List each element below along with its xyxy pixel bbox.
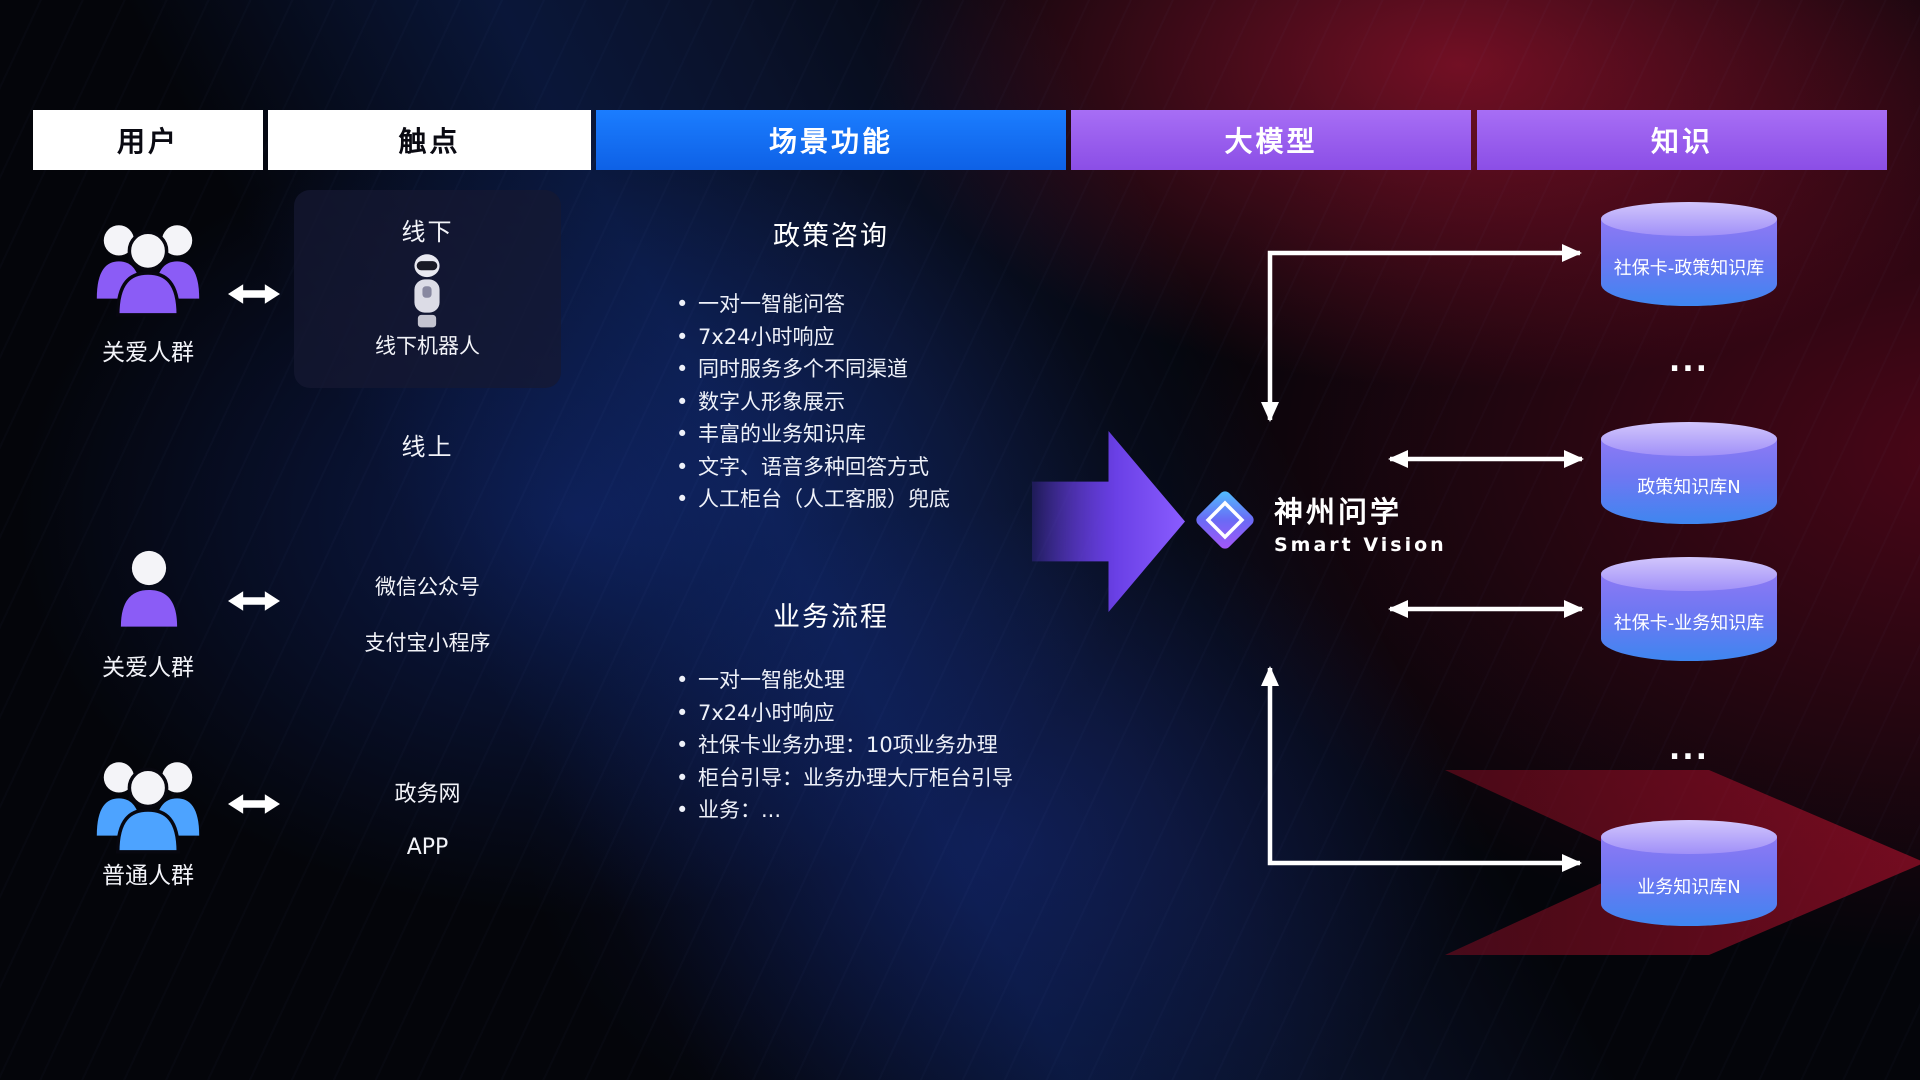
database-icon (1601, 422, 1777, 456)
offline-title: 线下 (401, 218, 454, 246)
diamond-logo-icon (1190, 485, 1260, 559)
flow-arrow-icon (1032, 431, 1185, 612)
kb-ellipsis: ... (1668, 344, 1710, 379)
brand-name: 神州问学 (1274, 494, 1403, 529)
feature-item: 柜台引导：业务办理大厅柜台引导 (672, 762, 1013, 795)
header-users: 用户 (33, 110, 263, 170)
kb-label: 政策知识库N (1637, 476, 1741, 498)
connector-business-kb-n (1261, 666, 1582, 872)
header-model: 大模型 (1071, 110, 1471, 170)
user-label-care-2: 关爱人群 (102, 655, 194, 681)
database-icon (1601, 557, 1777, 591)
header-touchpoints: 触点 (268, 110, 591, 170)
person-icon (116, 548, 182, 632)
brand-logo: 神州问学 Smart Vision (1190, 485, 1447, 559)
database-icon (1601, 820, 1777, 854)
feature-item: 一对一智能处理 (672, 664, 1013, 697)
kb-ellipsis: ... (1668, 732, 1710, 767)
header-scenarios: 场景功能 (596, 110, 1066, 170)
people-group-icon (84, 749, 212, 857)
feature-item: 数字人形象展示 (672, 386, 950, 419)
feature-item: 一对一智能问答 (672, 288, 950, 321)
feature-item: 业务：... (672, 794, 1013, 827)
feature-item: 同时服务多个不同渠道 (672, 353, 950, 386)
swap-arrow-icon (228, 588, 280, 614)
feature-item: 7x24小时响应 (672, 697, 1013, 730)
kb-label: 社保卡-业务知识库 (1613, 612, 1765, 634)
kb-cylinder-business-card: 社保卡-业务知识库 (1601, 557, 1777, 661)
swap-arrow-icon (228, 281, 280, 307)
feature-item: 7x24小时响应 (672, 321, 950, 354)
robot-icon (404, 252, 450, 332)
touchpoint-app: APP (406, 835, 449, 860)
touchpoint-wechat: 微信公众号 (375, 575, 480, 599)
policy-feature-list: 一对一智能问答 7x24小时响应 同时服务多个不同渠道 数字人形象展示 丰富的业… (672, 288, 950, 516)
feature-item: 文字、语音多种回答方式 (672, 451, 950, 484)
robot-label: 线下机器人 (375, 334, 480, 358)
user-label-care-1: 关爱人群 (102, 340, 194, 366)
connector-policy-card-kb (1261, 244, 1582, 422)
business-section-title: 业务流程 (773, 602, 889, 633)
kb-cylinder-business-n: 业务知识库N (1601, 820, 1777, 926)
user-label-general: 普通人群 (102, 863, 194, 889)
kb-cylinder-policy-card: 社保卡-政策知识库 (1601, 202, 1777, 306)
feature-item: 人工柜台（人工客服）兜底 (672, 483, 950, 516)
policy-section-title: 政策咨询 (773, 221, 889, 252)
feature-item: 丰富的业务知识库 (672, 418, 950, 451)
feature-item: 社保卡业务办理：10项业务办理 (672, 729, 1013, 762)
header-knowledge: 知识 (1477, 110, 1887, 170)
touchpoint-alipay: 支付宝小程序 (364, 631, 491, 655)
touchpoint-govweb: 政务网 (394, 782, 461, 807)
database-icon (1601, 202, 1777, 236)
people-group-icon (84, 212, 212, 320)
kb-cylinder-policy-n: 政策知识库N (1601, 422, 1777, 524)
kb-label: 业务知识库N (1637, 876, 1741, 898)
online-title: 线上 (401, 433, 454, 461)
kb-label: 社保卡-政策知识库 (1613, 257, 1765, 279)
swap-arrow-icon (228, 791, 280, 817)
business-feature-list: 一对一智能处理 7x24小时响应 社保卡业务办理：10项业务办理 柜台引导：业务… (672, 664, 1013, 827)
brand-subtitle: Smart Vision (1274, 533, 1447, 556)
